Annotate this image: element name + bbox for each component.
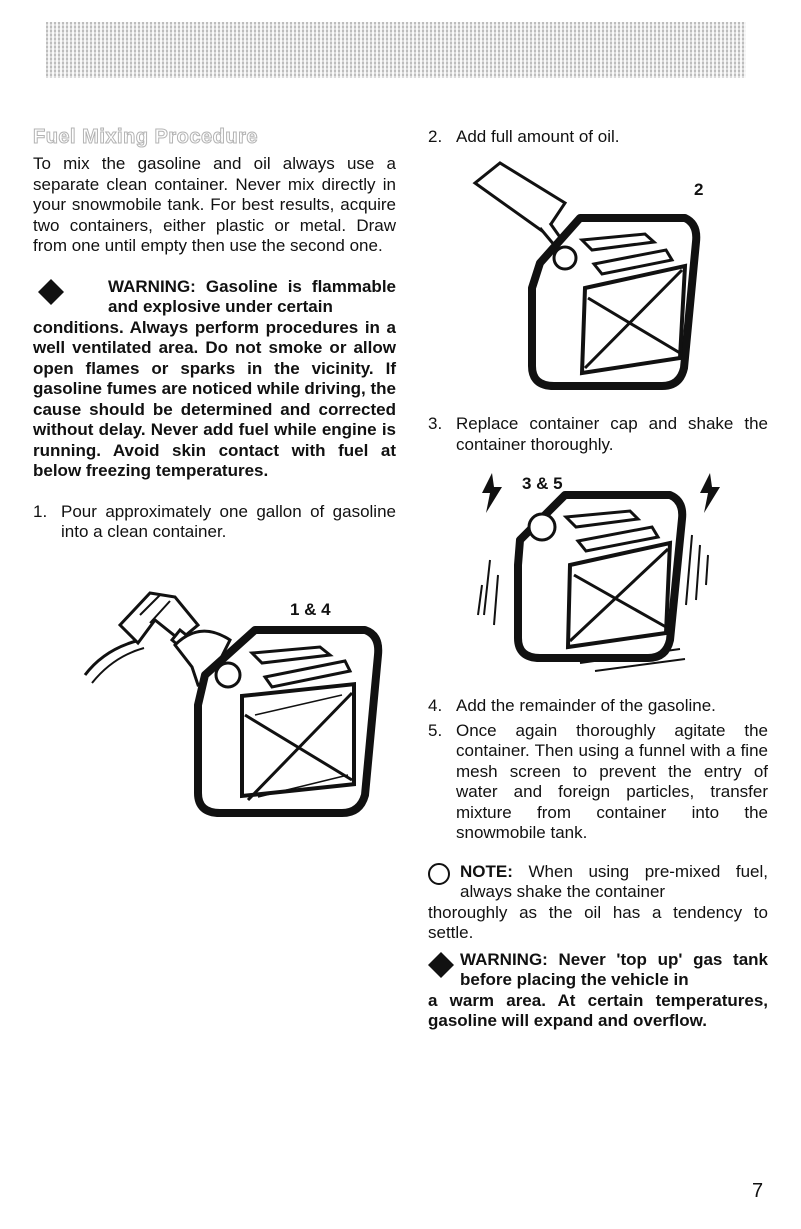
- figure-2-label: 2: [694, 180, 704, 199]
- step-2: 2. Add full amount of oil.: [428, 127, 768, 148]
- warning-head: WARNING: Gasoline is flammable and explo…: [33, 277, 396, 318]
- note-head-text: When using pre-mixed fuel, always shake …: [460, 861, 768, 902]
- right-lower-column: 4. Add the remainder of the gasoline. 5.…: [428, 696, 768, 1032]
- step-text: Add full amount of oil.: [456, 127, 620, 146]
- step-text: Add the remainder of the gasoline.: [456, 696, 716, 715]
- step-number: 5.: [428, 720, 443, 740]
- warning-2-head-text: WARNING: Never 'top up' gas tank before …: [460, 949, 768, 990]
- note-head: NOTE: When using pre-mixed fuel, always …: [428, 862, 768, 903]
- step-number: 1.: [33, 501, 48, 521]
- note-circle-icon: [428, 862, 450, 885]
- step-number: 4.: [428, 696, 443, 715]
- right-column: 2. Add full amount of oil.: [428, 127, 768, 148]
- warning-block-2: WARNING: Never 'top up' gas tank before …: [428, 950, 768, 1032]
- step-number: 2.: [428, 127, 443, 146]
- warning-2-head: WARNING: Never 'top up' gas tank before …: [428, 950, 768, 991]
- step-number: 3.: [428, 414, 443, 433]
- pour-gasoline-illustration: [83, 591, 383, 817]
- note-block: NOTE: When using pre-mixed fuel, always …: [428, 862, 768, 944]
- shake-container-illustration: [477, 473, 720, 672]
- warning-body: conditions. Always perform procedures in…: [33, 317, 396, 481]
- step-text: Once again thoroughly agitate the contai…: [456, 720, 768, 843]
- note-body: thoroughly as the oil has a tendency to …: [428, 902, 768, 943]
- page-number: 7: [752, 1180, 764, 1202]
- step-text: Replace container cap and shake the cont…: [456, 414, 768, 454]
- step-3: 3. Replace container cap and shake the c…: [428, 414, 768, 455]
- step-3-container: 3. Replace container cap and shake the c…: [428, 414, 768, 455]
- left-column: Fuel Mixing Procedure To mix the gasolin…: [33, 126, 397, 543]
- warning-block: WARNING: Gasoline is flammable and explo…: [33, 277, 396, 482]
- header-banner: [46, 22, 746, 78]
- step-1: 1. Pour approximately one gallon of gaso…: [33, 502, 396, 543]
- warning-diamond-icon: [38, 278, 64, 305]
- figure-3-label: 3 & 5: [522, 474, 563, 493]
- intro-paragraph: To mix the gasoline and oil always use a…: [33, 154, 396, 255]
- step-4: 4. Add the remainder of the gasoline.: [428, 696, 768, 717]
- warning-diamond-icon: [428, 951, 454, 978]
- section-title: Fuel Mixing Procedure: [33, 126, 258, 149]
- warning-head-text: WARNING: Gasoline is flammable and explo…: [108, 276, 396, 317]
- figure-1-label: 1 & 4: [290, 600, 331, 619]
- step-5: 5. Once again thoroughly agitate the con…: [428, 721, 768, 844]
- note-label: NOTE:: [460, 861, 513, 881]
- warning-2-body: a warm area. At certain temperatures, ga…: [428, 990, 768, 1031]
- step-text: Pour approximately one gallon of gasolin…: [61, 501, 396, 542]
- add-oil-illustration: [472, 161, 701, 390]
